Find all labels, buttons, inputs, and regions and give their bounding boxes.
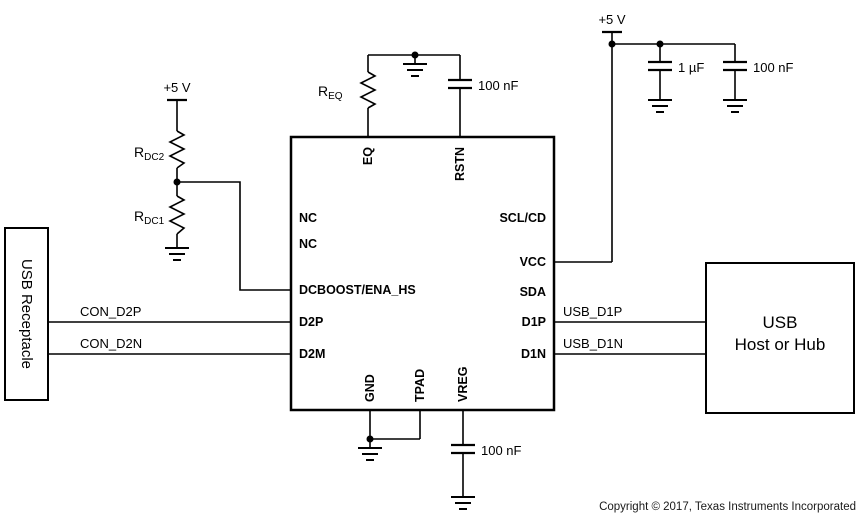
pin-sclcd: SCL/CD xyxy=(499,211,546,225)
pin-dcboost: DCBOOST/ENA_HS xyxy=(299,283,416,297)
pin-d1p: D1P xyxy=(522,315,546,329)
ground-icon xyxy=(451,496,475,510)
usb-receptacle-outline xyxy=(4,227,49,401)
wire-dcboost xyxy=(177,181,291,291)
usb-receptacle-box: USB Receptacle xyxy=(4,227,49,401)
ic-u1: NC NC DCBOOST/ENA_HS D2P D2M SCL/CD VCC … xyxy=(289,135,556,412)
ground-icon xyxy=(358,447,382,461)
net-usb-d1n-label: USB_D1N xyxy=(563,336,623,351)
right-net-wires: USB_D1P USB_D1N xyxy=(554,304,706,355)
capacitor-rstn-icon xyxy=(448,78,472,90)
ground-icon xyxy=(723,99,747,113)
usb-host-outline xyxy=(705,262,855,414)
capacitor-bypass-label: 100 nF xyxy=(753,60,794,75)
vreg-cap-network: 100 nF xyxy=(451,410,522,510)
net-usb-d1p-label: USB_D1P xyxy=(563,304,622,319)
ground-icon xyxy=(165,247,189,261)
resistor-rdc2-icon xyxy=(168,130,186,169)
ground-icon xyxy=(403,63,427,77)
resistor-divider: RDC2 RDC1 xyxy=(134,130,291,291)
resistor-req-icon xyxy=(359,71,377,109)
pin-nc-2: NC xyxy=(299,237,317,251)
supply-5v-left-label: +5 V xyxy=(163,80,190,95)
pin-tpad: TPAD xyxy=(413,369,427,402)
capacitor-vreg-icon xyxy=(451,443,475,455)
usb-host-box: USB Host or Hub xyxy=(705,262,855,414)
pin-gnd: GND xyxy=(363,374,377,402)
capacitor-vreg-label: 100 nF xyxy=(481,443,522,458)
usb-receptacle-label: USB Receptacle xyxy=(18,259,35,369)
ic-outline xyxy=(289,135,556,412)
net-con-d2p-label: CON_D2P xyxy=(80,304,141,319)
resistor-rdc1-icon xyxy=(168,195,186,235)
pin-d1n: D1N xyxy=(521,347,546,361)
ground-icon xyxy=(648,99,672,113)
pin-vcc: VCC xyxy=(520,255,546,269)
supply-5v-right: +5 V 1 µF 100 nF xyxy=(554,12,794,263)
usb-host-label-line1: USB xyxy=(763,313,798,332)
req-rstn-network: REQ 100 nF xyxy=(318,51,519,137)
capacitor-bypass-icon xyxy=(723,60,747,72)
pin-d2m: D2M xyxy=(299,347,325,361)
pin-vreg: VREG xyxy=(456,367,470,402)
pin-eq: EQ xyxy=(361,147,375,165)
pin-d2p: D2P xyxy=(299,315,323,329)
pin-rstn: RSTN xyxy=(453,147,467,181)
left-net-wires: CON_D2P CON_D2N xyxy=(48,304,291,355)
junction-dot xyxy=(608,40,616,48)
net-con-d2n-label: CON_D2N xyxy=(80,336,142,351)
supply-5v-left: +5 V xyxy=(163,80,191,131)
pin-sda: SDA xyxy=(520,285,546,299)
resistor-req-label: REQ xyxy=(318,83,343,102)
resistor-rdc1-label: RDC1 xyxy=(134,208,165,227)
copyright-notice: Copyright © 2017, Texas Instruments Inco… xyxy=(599,501,856,513)
capacitor-rstn-label: 100 nF xyxy=(478,78,519,93)
capacitor-bulk-icon xyxy=(648,60,672,72)
capacitor-bulk-label: 1 µF xyxy=(678,60,704,75)
usb-host-label-line2: Host or Hub xyxy=(735,335,826,354)
pin-nc-1: NC xyxy=(299,211,317,225)
supply-5v-right-label: +5 V xyxy=(598,12,625,27)
resistor-rdc2-label: RDC2 xyxy=(134,144,165,163)
gnd-tpad-network xyxy=(358,410,421,461)
